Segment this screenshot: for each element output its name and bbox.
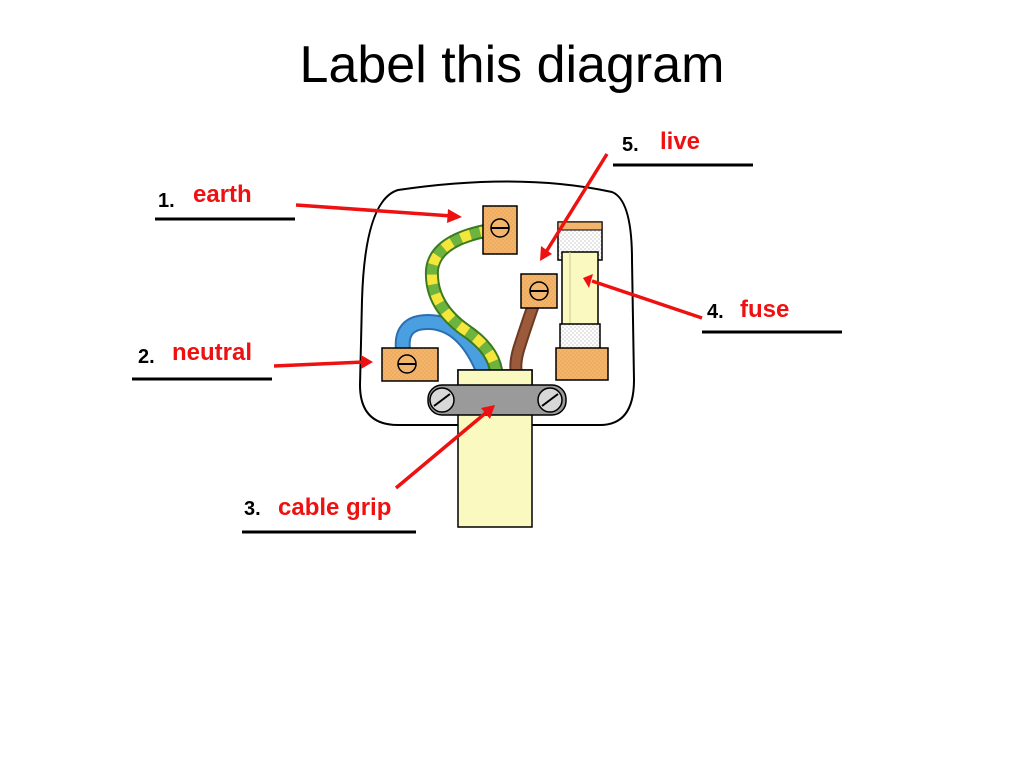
live-terminal <box>520 273 558 309</box>
label-answer-cable-grip: cable grip <box>278 494 392 521</box>
label-number-neutral: 2. <box>138 346 155 368</box>
page-title: Label this diagram <box>299 36 725 94</box>
arrow-live <box>544 153 609 253</box>
fuse-assembly <box>555 221 609 381</box>
label-number-fuse: 4. <box>707 301 724 323</box>
arrow-neutral <box>273 360 365 368</box>
label-number-earth: 1. <box>158 190 175 212</box>
neutral-terminal <box>381 347 439 382</box>
label-answer-live: live <box>660 128 701 155</box>
cable-grip <box>427 384 567 416</box>
arrow-fuse <box>591 279 703 320</box>
label-answer-neutral: neutral <box>172 339 253 366</box>
label-answer-earth: earth <box>193 181 252 208</box>
arrow-earth <box>295 203 453 218</box>
label-answer-fuse: fuse <box>740 296 790 323</box>
earth-terminal <box>482 205 518 255</box>
label-number-cable-grip: 3. <box>244 498 261 520</box>
arrow-cable-grip <box>394 409 490 490</box>
label-number-live: 5. <box>622 134 639 156</box>
